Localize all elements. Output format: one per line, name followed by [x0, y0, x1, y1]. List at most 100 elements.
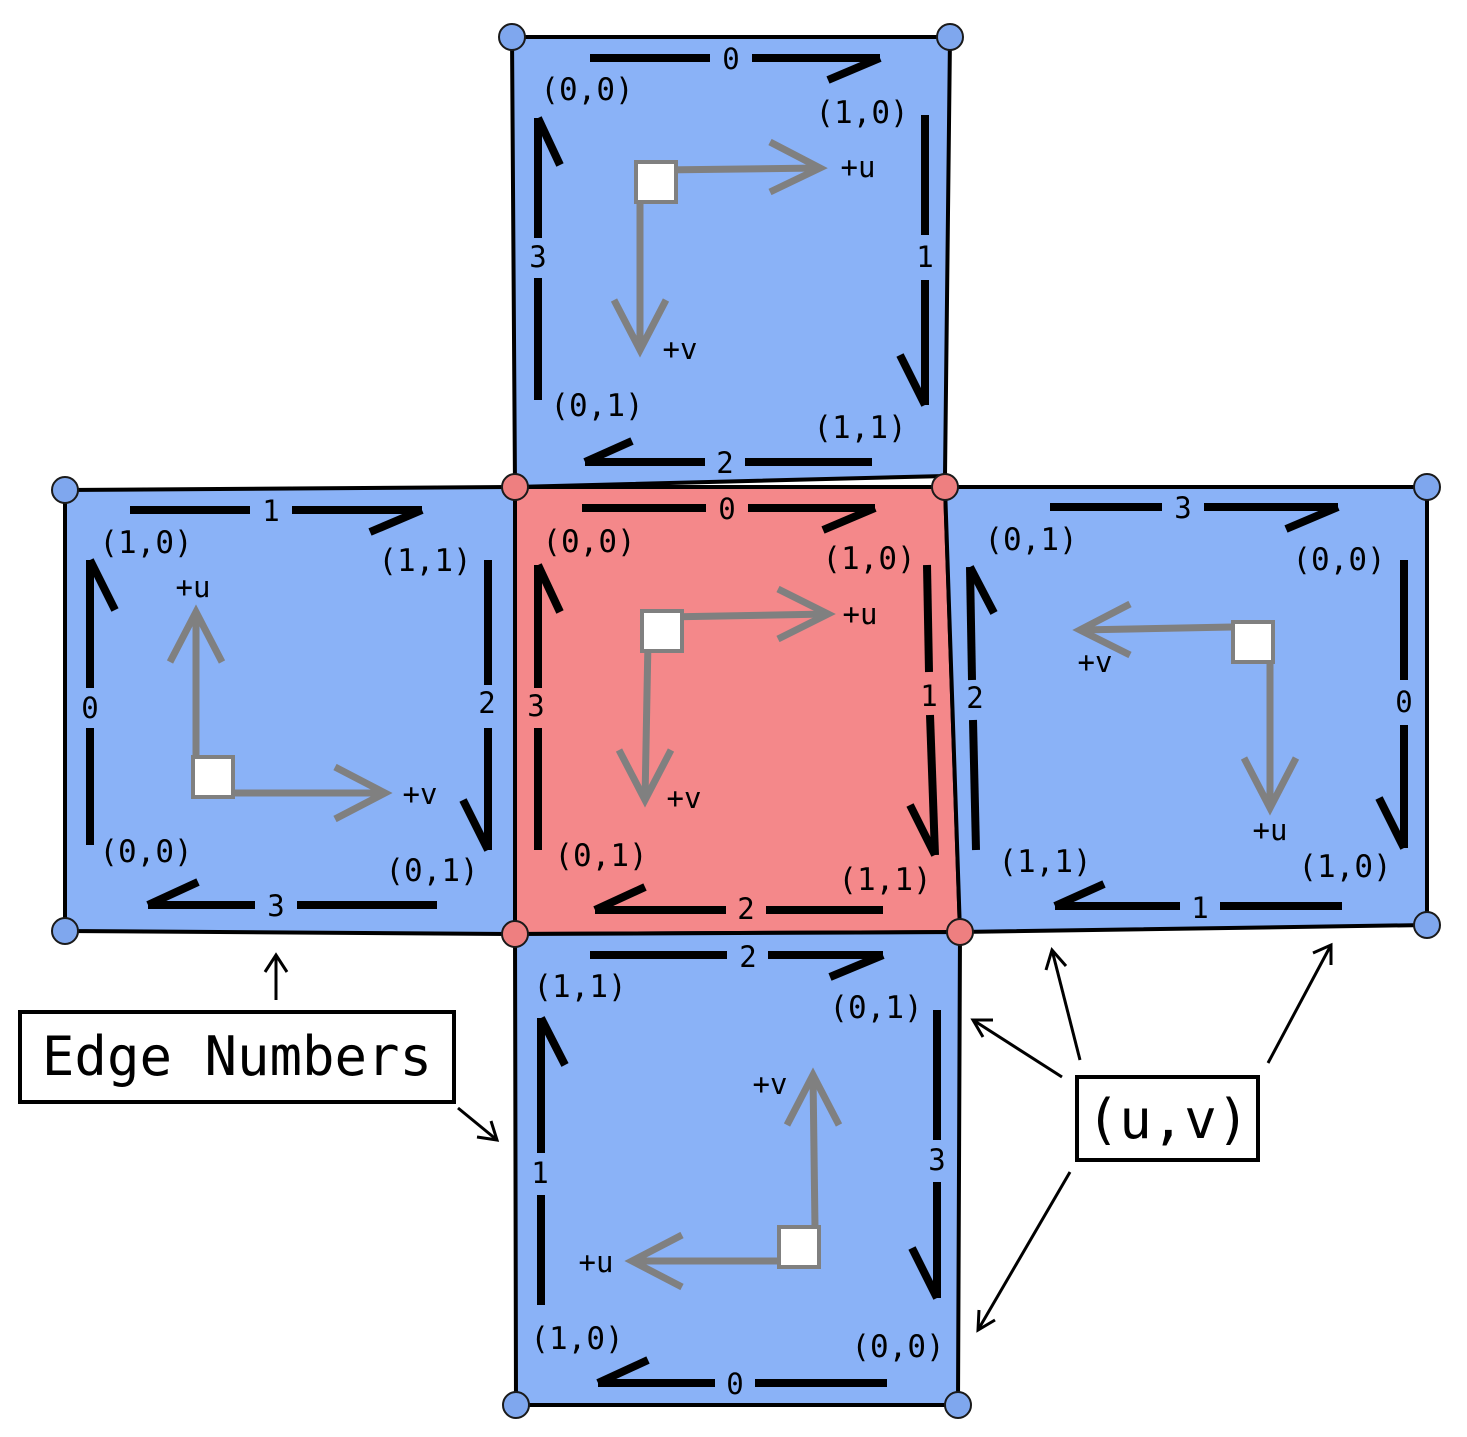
face-bottom: 2 3 0 1 (1,1) (0,1) (0,0) (1,0)	[512, 929, 963, 1407]
axis-label: +u	[841, 150, 876, 184]
vertex	[51, 476, 79, 504]
axis-label: +v	[1078, 645, 1113, 679]
edge-number-label: 1	[262, 494, 279, 528]
uv-corner-label: (0,1)	[385, 853, 478, 889]
uv-corner-label: (0,0)	[1292, 542, 1385, 578]
edge-number-label: 3	[1174, 491, 1191, 525]
axis-label: +u	[1253, 813, 1288, 847]
edge-number-label: 1	[531, 1156, 548, 1190]
edge-number-label: 0	[1395, 685, 1412, 719]
uv-corner-label: (1,1)	[533, 969, 626, 1005]
uv-axes-left: +u +v	[166, 570, 438, 823]
uv-corner-label: (1,0)	[1298, 849, 1391, 885]
uv-corner-label: (1,1)	[998, 844, 1091, 880]
axis-label: +v	[667, 781, 702, 815]
edge-center-2: 2	[593, 883, 883, 926]
edge-numbers-label: Edge Numbers	[42, 1025, 432, 1088]
axis-label: +u	[176, 570, 211, 604]
vertex-shared	[501, 473, 529, 501]
edge-number-label: 0	[726, 1367, 743, 1401]
edge-top-2: 2	[583, 437, 872, 480]
vertex	[502, 1391, 530, 1419]
edge-left-0: 0	[81, 558, 119, 845]
face-left: 1 2 3 0 (1,0) (1,1) (0,1) (0,0)	[63, 484, 517, 937]
uv-origin-marker	[640, 609, 684, 653]
uv-corner-label: (0,1)	[829, 990, 922, 1026]
edge-bottom-3: 3	[908, 1010, 946, 1300]
edge-number-label: 2	[478, 686, 495, 720]
edge-center-1: 1	[906, 564, 939, 857]
edge-numbers-callout: Edge Numbers	[18, 952, 500, 1142]
edge-top-3: 3	[529, 116, 564, 400]
uv-corner-label: (0,0)	[540, 72, 633, 108]
vertex	[944, 1391, 972, 1419]
edge-number-label: 0	[81, 691, 98, 725]
uv-axes-top: +u +v	[610, 138, 876, 366]
edge-number-label: 2	[739, 940, 756, 974]
vertex-shared	[931, 473, 959, 501]
edge-numbers-label-box	[18, 1010, 456, 1104]
uv-corner-label: (1,0)	[99, 525, 192, 561]
edge-top-0: 0	[590, 42, 882, 84]
uv-axes-center: +u +v	[615, 585, 878, 815]
uv-corner-label: (0,1)	[984, 522, 1077, 558]
edge-bottom-1: 1	[531, 1016, 569, 1305]
face-right: 3 0 1 2 (0,1) (0,0) (1,0) (1,1)	[942, 485, 1429, 935]
edge-left-3: 3	[146, 878, 437, 923]
uv-axes-bottom: +v +u	[579, 1067, 843, 1291]
edge-number-label: 2	[716, 446, 733, 480]
uv-corner-label: (1,0)	[815, 95, 908, 131]
vertex	[1413, 473, 1441, 501]
vertex-markers	[51, 23, 1441, 1419]
uv-callout: (u,v)	[970, 942, 1333, 1333]
edge-number-label: 0	[722, 42, 739, 76]
vertex	[51, 917, 79, 945]
uv-corner-label: (0,1)	[550, 388, 643, 424]
axis-label: +u	[579, 1245, 614, 1279]
edge-number-label: 3	[529, 240, 546, 274]
axis-label: +u	[843, 597, 878, 631]
edge-top-1: 1	[896, 115, 934, 407]
vertex-shared	[501, 920, 529, 948]
uv-corner-label: (0,0)	[99, 834, 192, 870]
edge-right-2: 2	[966, 565, 998, 851]
uv-label-box	[1075, 1075, 1260, 1162]
uv-corner-label: (0,0)	[851, 1329, 944, 1365]
edge-number-label: 3	[267, 889, 284, 923]
axis-label: +v	[663, 332, 698, 366]
edge-number-label: 2	[966, 681, 983, 715]
face-center: 0 1 2 3 (0,0) (1,0) (1,1) (0,1)	[513, 485, 963, 937]
edge-left-1: 1	[130, 494, 424, 536]
uv-corner-label: (1,1)	[378, 543, 471, 579]
edge-number-label: 2	[737, 892, 754, 926]
edge-number-label: 3	[928, 1143, 945, 1177]
edge-number-label: 1	[916, 240, 933, 274]
uv-label: (u,v)	[1087, 1088, 1250, 1151]
uv-corner-label: (1,0)	[530, 1321, 623, 1357]
edge-number-label: 1	[920, 679, 937, 713]
edge-bottom-2: 2	[590, 940, 885, 981]
edge-number-label: 0	[718, 492, 735, 526]
edge-left-2: 2	[459, 560, 496, 852]
axis-label: +v	[753, 1067, 788, 1101]
axis-label: +v	[403, 777, 438, 811]
uv-origin-marker	[634, 160, 678, 204]
edge-right-3: 3	[1050, 491, 1340, 533]
uv-corner-label: (1,1)	[813, 410, 906, 446]
edge-number-label: 3	[527, 689, 544, 723]
uv-axes-right: +v +u	[1072, 600, 1300, 847]
edge-bottom-0: 0	[596, 1356, 887, 1401]
uv-origin-marker	[777, 1225, 821, 1269]
vertex	[1413, 911, 1441, 939]
uv-origin-marker	[191, 755, 235, 799]
edge-center-0: 0	[582, 492, 877, 534]
edge-center-3: 3	[527, 563, 564, 850]
uv-corner-label: (0,0)	[542, 524, 635, 560]
face-top: 0 1 2 3 (0,0) (1,0) (1,1) (0,1)	[509, 35, 953, 490]
vertex-shared	[946, 918, 974, 946]
edge-right-0: 0	[1375, 560, 1413, 850]
vertex	[498, 23, 526, 51]
vertex	[936, 23, 964, 51]
uv-corner-label: (1,1)	[838, 862, 931, 898]
